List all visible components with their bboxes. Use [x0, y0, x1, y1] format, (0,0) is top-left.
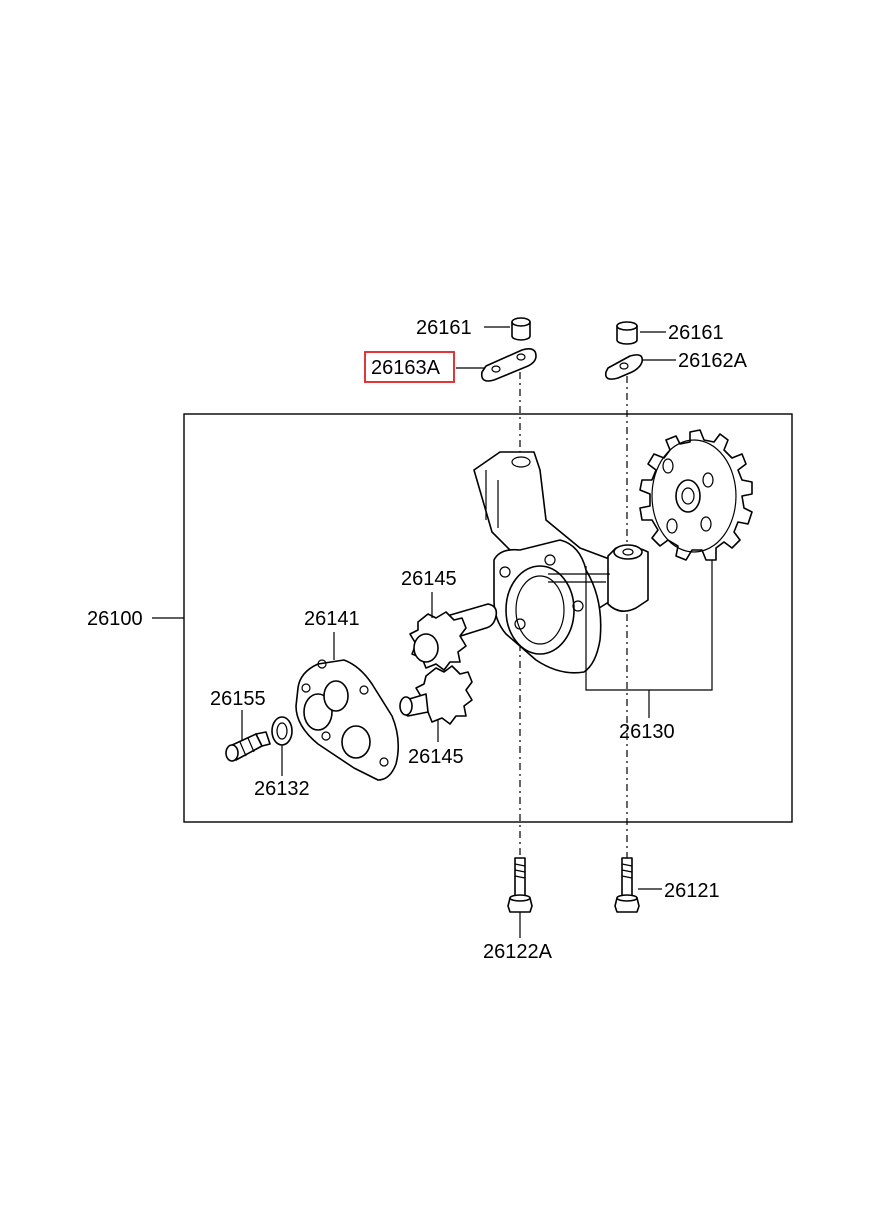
cover-26141[interactable] — [295, 659, 400, 781]
pump-body-26130[interactable] — [473, 451, 649, 674]
label-26132[interactable]: 26132 — [254, 778, 310, 800]
gear-shaft-26145-lower[interactable] — [399, 665, 473, 725]
label-26130[interactable]: 26130 — [619, 721, 675, 743]
plate-26162A[interactable] — [604, 354, 644, 380]
bolt-26121[interactable] — [614, 857, 640, 913]
label-26155[interactable]: 26155 — [210, 688, 266, 710]
gear-26130[interactable] — [639, 429, 753, 561]
label-26100[interactable]: 26100 — [87, 608, 143, 630]
label-26163A[interactable]: 26163A — [371, 357, 441, 379]
label-26145-top[interactable]: 26145 — [401, 568, 457, 590]
plate-26163A[interactable] — [480, 348, 537, 382]
label-26145-bottom[interactable]: 26145 — [408, 746, 464, 768]
label-26162A[interactable]: 26162A — [678, 350, 748, 372]
highlight-box — [364, 351, 455, 383]
plug-26155[interactable] — [225, 731, 271, 762]
washer-26132[interactable] — [271, 716, 293, 746]
label-26121[interactable]: 26121 — [664, 880, 720, 902]
label-26161-right[interactable]: 26161 — [668, 322, 724, 344]
label-26161-left[interactable]: 26161 — [416, 317, 472, 339]
collar-26161-right[interactable] — [616, 321, 638, 345]
collar-26161-left[interactable] — [511, 317, 531, 341]
label-26122A[interactable]: 26122A — [483, 941, 553, 963]
label-26141[interactable]: 26141 — [304, 608, 360, 630]
bolt-26122A[interactable] — [507, 857, 533, 913]
gear-shaft-26145-upper[interactable] — [409, 603, 498, 671]
leader-lines — [152, 326, 713, 938]
